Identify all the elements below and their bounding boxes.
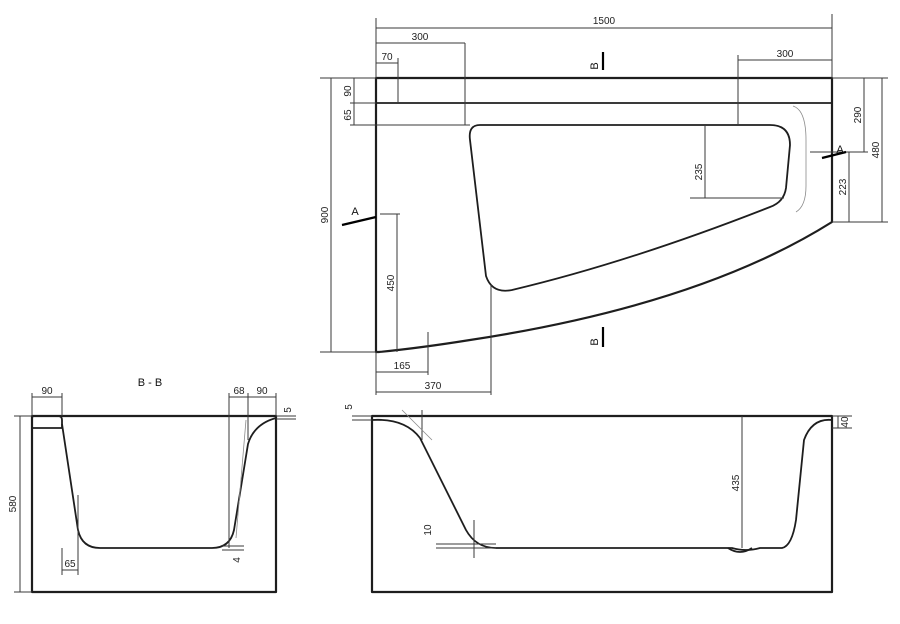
guide-line [401,409,433,441]
section-bb-basin [61,417,277,549]
dim-height-total: 900 [320,206,331,223]
dim-right-lower: 223 [838,178,849,195]
dim-rim-step: 65 [343,109,354,121]
section-b-label-top: B [589,62,601,69]
dim-rim-top: 90 [343,85,354,97]
dim-bb-rim-right: 90 [256,386,268,397]
dim-left-offset: 300 [412,32,429,43]
plan-view: 1500 300 70 300 90 65 900 450 165 370 29… [320,14,888,395]
dim-right-offset: 300 [777,49,794,60]
dim-bottom-curve: 370 [425,381,442,392]
dim-right-upper: 290 [853,106,864,123]
section-bb-outline [30,414,278,594]
plan-outline [374,76,834,354]
dim-aa-depth: 435 [731,474,742,491]
plan-basin [468,124,791,292]
dim-bb-lip: 5 [283,407,294,413]
section-a-label-left: A [351,206,359,218]
dim-bb-rim-left: 90 [41,386,53,397]
plan-handrail [792,105,807,213]
dim-bb-floor-thickness: 4 [232,557,243,563]
section-bb-left-rim [31,415,63,429]
section-b-label-bottom: B [589,338,601,345]
dim-bottom-left: 165 [394,361,411,372]
section-bb-view: B - B 90 68 90 5 580 65 4 [8,377,296,594]
section-aa-outline [370,414,834,594]
dim-height-lower: 450 [386,274,397,291]
dim-aa-floor: 10 [423,524,434,536]
section-a-marker-left [341,215,377,227]
dim-left-margin: 70 [381,52,393,63]
section-aa-basin [371,418,833,551]
dim-basin-depth: 235 [694,163,705,180]
dim-aa-rim-right: 40 [840,416,851,428]
dim-aa-lip: 5 [344,404,355,410]
section-bb-title: B - B [138,377,162,389]
section-a-label-right: A [836,144,844,156]
dim-width-total: 1500 [593,16,616,27]
dim-right-total: 480 [871,141,882,158]
section-aa-view: 5 40 435 10 [344,404,852,594]
dim-bb-height: 580 [8,495,19,512]
dim-bb-rim-inner: 68 [233,386,245,397]
section-a-marker-right [821,150,847,160]
section-aa-drain [727,547,753,553]
dim-bb-floor-offset: 65 [64,559,76,570]
guide-line [235,419,247,539]
